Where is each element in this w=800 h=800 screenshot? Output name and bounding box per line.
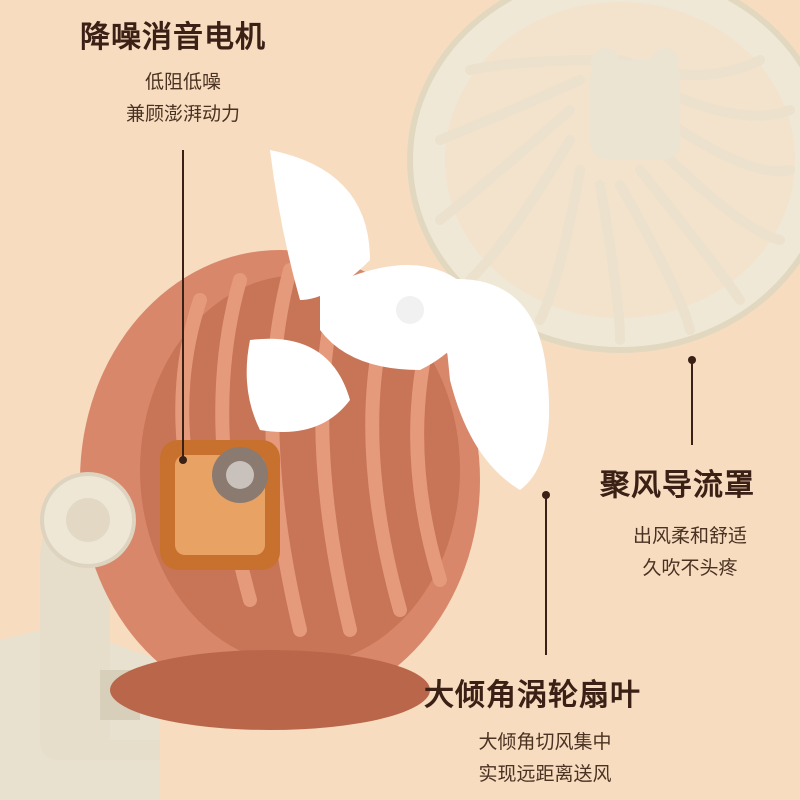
- blade-feature-line2: 实现远距离送风: [478, 763, 612, 785]
- cover-feature-title: 聚风导流罩: [600, 468, 755, 503]
- blade-feature-line1: 大倾角切风集中: [478, 731, 612, 753]
- turbo-blades: [246, 150, 550, 490]
- blade-feature-title: 大倾角涡轮扇叶: [424, 678, 641, 713]
- motor-leader-dot: [179, 456, 187, 464]
- blade-feature-text: 大倾角切风集中 实现远距离送风: [455, 726, 635, 790]
- motor-feature-line1: 低阻低噪: [144, 71, 221, 93]
- motor: [160, 440, 280, 570]
- knob: [40, 472, 136, 568]
- cover-feature-line2: 久吹不头疼: [642, 557, 738, 579]
- blade-leader-dot: [542, 491, 550, 499]
- cover-feature-line1: 出风柔和舒适: [632, 525, 747, 547]
- motor-feature-line2: 兼顾澎湃动力: [125, 103, 240, 125]
- motor-feature-title: 降噪消音电机: [80, 20, 266, 55]
- motor-feature-text: 低阻低噪 兼顾澎湃动力: [112, 66, 254, 130]
- air-guide-cover: [407, 0, 800, 353]
- cover-feature-text: 出风柔和舒适 久吹不头疼: [615, 520, 765, 584]
- cover-leader-dot: [688, 356, 696, 364]
